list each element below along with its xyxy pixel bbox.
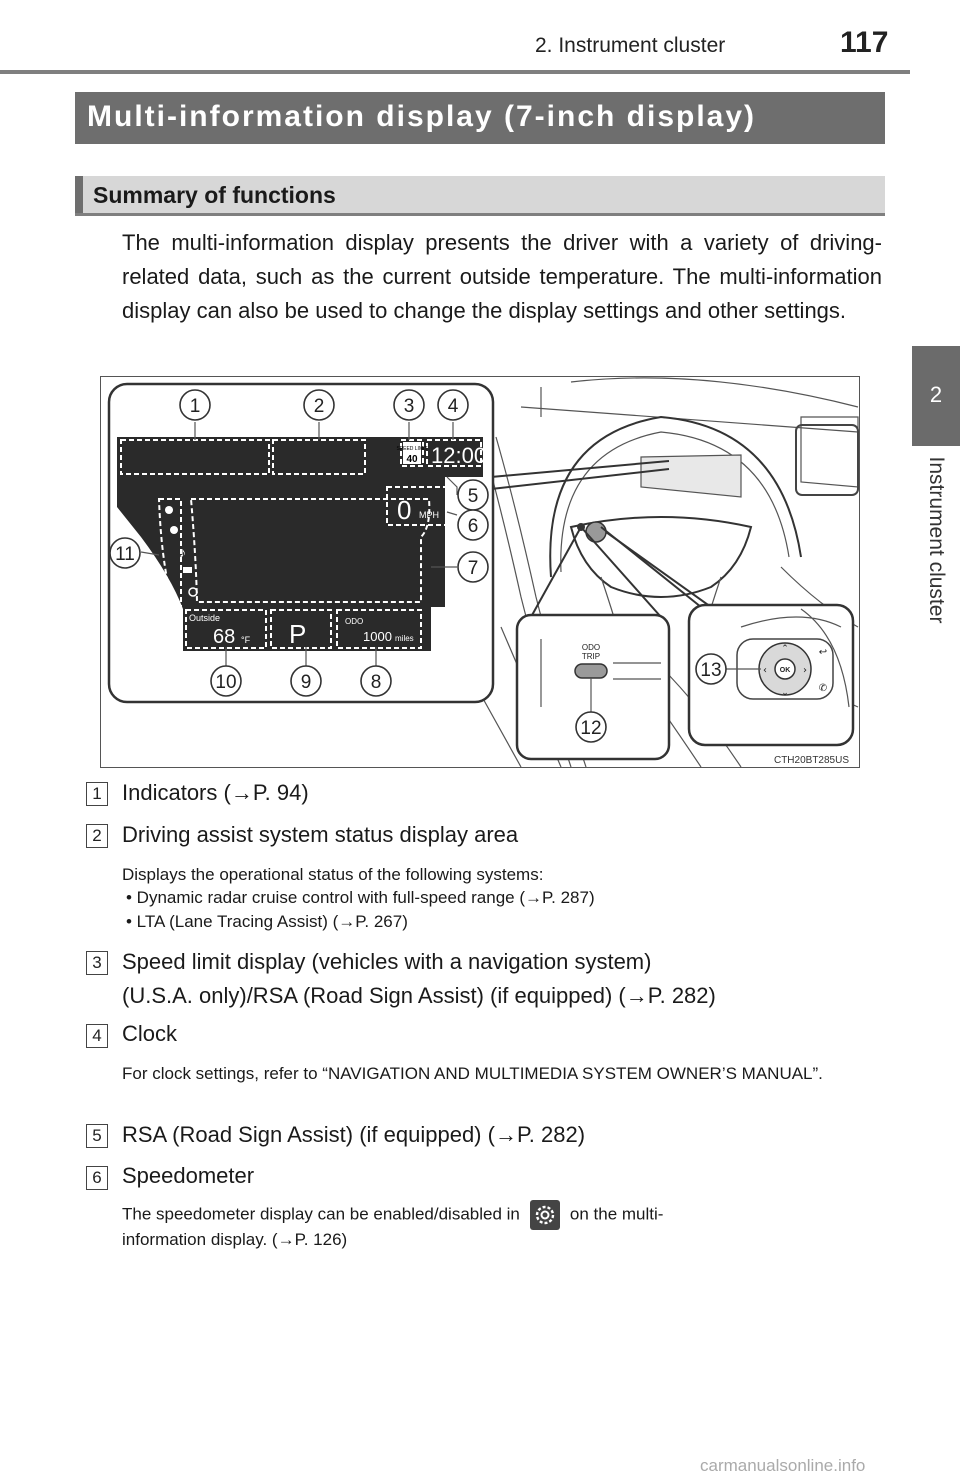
header-rule <box>0 70 910 74</box>
speed-readout: 0 <box>397 495 411 525</box>
callout-7: 7 <box>468 558 479 579</box>
item-number-2: 2 <box>86 824 108 848</box>
footer-watermark: carmanualsonline.info <box>700 1456 866 1475</box>
trip-switch-label: TRIP <box>582 652 600 661</box>
instrument-cluster-figure: .ln { fill: none; stroke: #333; stroke-w… <box>100 376 860 768</box>
item-number-3: 3 <box>86 951 108 975</box>
odo-trip-switch-inset: ODO TRIP 12 <box>515 613 671 761</box>
eco-icon <box>165 506 173 514</box>
callout-5: 5 <box>468 486 479 507</box>
callout-1: 1 <box>190 396 201 417</box>
section-title-bar: Multi-information display (7-inch displa… <box>75 92 885 144</box>
page-number: 117 <box>840 26 889 59</box>
chapter-label: Instrument cluster <box>925 456 948 624</box>
item-title-speed-limit-line1: Speed limit display (vehicles with a nav… <box>122 949 652 974</box>
chapter-number: 2 <box>929 382 943 407</box>
phone-icon: ✆ <box>819 683 827 694</box>
callout-3: 3 <box>404 396 415 417</box>
item-title-clock: Clock <box>122 1021 178 1046</box>
header-section-title: 2. Instrument cluster <box>535 34 726 57</box>
callout-2: 2 <box>314 396 325 417</box>
item-number-5: 5 <box>86 1124 108 1148</box>
speed-unit: MPH <box>419 510 439 520</box>
item-desc-speedometer-line1: The speedometer display can be enabled/d… <box>122 1200 663 1230</box>
outside-label: Outside <box>189 613 220 623</box>
odo-label: ODO <box>345 617 363 626</box>
item-number-6: 6 <box>86 1166 108 1190</box>
gear-position: P <box>289 619 306 649</box>
callout-6: 6 <box>468 516 479 537</box>
bullet-dynamic-radar-cruise: • Dynamic radar cruise control with full… <box>126 888 595 907</box>
callout-4: 4 <box>448 396 459 417</box>
bullet-lta: • LTA (Lane Tracing Assist) (→P. 267) <box>126 912 408 931</box>
driving-assist-icon <box>170 526 178 534</box>
settings-icon <box>188 587 198 597</box>
up-arrow-icon: ⌃ <box>781 644 789 654</box>
figure-code: CTH20BT285US <box>774 755 849 766</box>
clock-readout: 12:00 <box>431 443 486 468</box>
item-title-speedometer: Speedometer <box>122 1163 255 1188</box>
item-title-rsa: RSA (Road Sign Assist) (if equipped) (→P… <box>122 1122 586 1147</box>
callout-9: 9 <box>301 672 312 693</box>
speed-limit-sign-label: SPEED LIMIT <box>396 446 427 452</box>
audio-icon: ♪ <box>179 544 186 560</box>
callout-13: 13 <box>700 660 721 681</box>
speed-limit-value: 40 <box>406 454 418 465</box>
chapter-tab: 2 <box>912 346 960 446</box>
subsection-title: Summary of functions <box>93 182 336 208</box>
callout-12: 12 <box>580 718 601 739</box>
odo-value: 1000 <box>363 629 392 644</box>
item-desc-driving-assist: Displays the operational status of the f… <box>122 865 544 884</box>
subsection-title-bar: Summary of functions <box>75 176 885 216</box>
callout-11: 11 <box>115 544 135 565</box>
callout-8: 8 <box>371 672 382 693</box>
figure-illustration: .ln { fill: none; stroke: #333; stroke-w… <box>107 377 859 767</box>
back-icon: ↩ <box>819 647 827 658</box>
speedometer-desc-part1: The speedometer display can be enabled/d… <box>122 1204 520 1224</box>
item-title-speed-limit-line2: (U.S.A. only)/RSA (Road Sign Assist) (if… <box>122 983 716 1008</box>
ok-button <box>774 658 796 680</box>
item-number-4: 4 <box>86 1024 108 1048</box>
left-arrow-icon: ‹ <box>763 665 767 676</box>
odo-trip-switch-button <box>574 663 608 679</box>
leader-lines <box>490 460 782 658</box>
right-arrow-icon: › <box>803 665 807 676</box>
item-title-driving-assist: Driving assist system status display are… <box>122 822 519 847</box>
ok-label: OK <box>780 667 791 674</box>
page-header: 2. Instrument cluster 117 <box>0 0 960 78</box>
odo-switch-label: ODO <box>582 643 600 652</box>
callout-10: 10 <box>215 672 236 693</box>
gear-icon <box>529 1200 560 1230</box>
temperature-unit: °F <box>241 635 251 645</box>
down-arrow-icon: ⌄ <box>781 688 789 698</box>
temperature-readout: 68 <box>213 626 235 648</box>
item-desc-speedometer-line2: information display. (→P. 126) <box>122 1230 348 1249</box>
item-title-indicators: Indicators (→P. 94) <box>122 780 309 805</box>
item-number-1: 1 <box>86 782 108 806</box>
intro-paragraph: The multi-information display presents t… <box>122 230 882 323</box>
item-desc-clock: For clock settings, refer to “NAVIGATION… <box>122 1064 823 1083</box>
steering-switch-inset: OK ⌃ ⌄ ‹ › ↩ ✆ 13 <box>687 603 855 747</box>
odo-unit: miles <box>395 634 414 643</box>
speedometer-desc-part2: on the multi- <box>569 1204 664 1224</box>
display-inset: SPEED LIMIT 40 12:00 0 MPH Outside 68 °F… <box>107 382 495 704</box>
vehicle-icon <box>183 567 192 573</box>
section-title: Multi-information display (7-inch displa… <box>87 100 757 133</box>
